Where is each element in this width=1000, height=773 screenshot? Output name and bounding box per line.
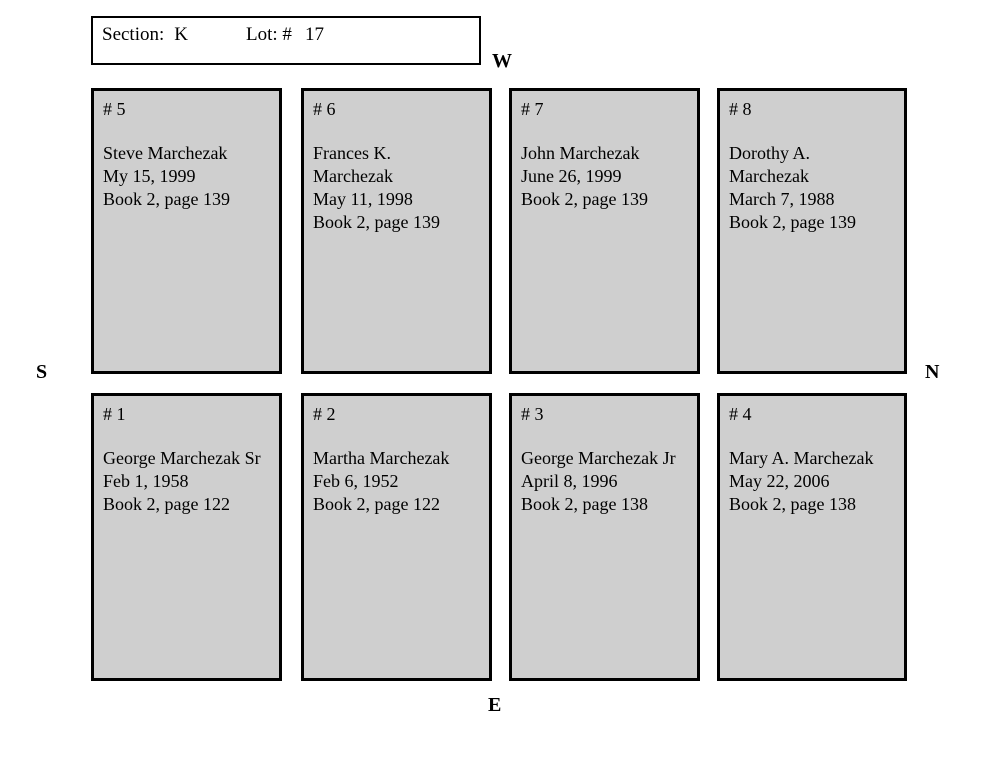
plot-detail-line: Feb 6, 1952 xyxy=(313,471,399,491)
section-lot-text: Section: K Lot: # 17 xyxy=(102,23,324,47)
plot-detail-line: May 11, 1998 xyxy=(313,189,413,209)
plot-detail-line: Feb 1, 1958 xyxy=(103,471,189,491)
plot-detail-line: June 26, 1999 xyxy=(521,166,622,186)
plot-detail-line: Book 2, page 139 xyxy=(313,212,440,232)
plot-detail-line: Martha Marchezak xyxy=(313,448,450,468)
section-lot-box: Section: K Lot: # 17 xyxy=(91,16,481,65)
lot-value: 17 xyxy=(304,24,324,45)
plot-detail-line: Book 2, page 122 xyxy=(313,494,440,514)
plot-detail-line: April 8, 1996 xyxy=(521,471,618,491)
plot-detail-line: Book 2, page 139 xyxy=(103,189,230,209)
plot-detail-line: Marchezak xyxy=(729,166,809,186)
plot-detail-line: Mary A. Marchezak xyxy=(729,448,874,468)
plot-detail-line: My 15, 1999 xyxy=(103,166,196,186)
plot-number: # 5 xyxy=(103,99,126,119)
plot-number: # 7 xyxy=(521,99,544,119)
compass-label-south: S xyxy=(36,361,48,383)
plot-detail-line: George Marchezak Jr xyxy=(521,448,676,468)
plot-detail-line: Book 2, page 138 xyxy=(521,494,648,514)
plot-detail-line: Book 2, page 138 xyxy=(729,494,856,514)
section-label: Section: xyxy=(102,24,165,45)
compass-label-east: E xyxy=(488,694,502,716)
plot-detail-line: Book 2, page 139 xyxy=(729,212,856,232)
plot-detail-line: Book 2, page 139 xyxy=(521,189,648,209)
plot-number: # 3 xyxy=(521,404,544,424)
plot-detail-line: George Marchezak Sr xyxy=(103,448,261,468)
plot-detail-line: Marchezak xyxy=(313,166,393,186)
compass-label-west: W xyxy=(492,50,512,72)
plot-detail-line: March 7, 1988 xyxy=(729,189,835,209)
plot-detail-line: John Marchezak xyxy=(521,143,640,163)
plot-detail-line: Book 2, page 122 xyxy=(103,494,230,514)
plot-number: # 4 xyxy=(729,404,752,424)
plot-number: # 8 xyxy=(729,99,752,119)
lot-label: Lot: # xyxy=(246,24,292,45)
plot-number: # 1 xyxy=(103,404,126,424)
plot-detail-line: May 22, 2006 xyxy=(729,471,830,491)
plot-number: # 2 xyxy=(313,404,336,424)
plot-detail-line: Dorothy A. xyxy=(729,143,810,163)
plot-number: # 6 xyxy=(313,99,336,119)
plot-detail-line: Steve Marchezak xyxy=(103,143,228,163)
plot-detail-line: Frances K. xyxy=(313,143,391,163)
compass-label-north: N xyxy=(925,361,940,383)
section-value: K xyxy=(174,24,189,45)
